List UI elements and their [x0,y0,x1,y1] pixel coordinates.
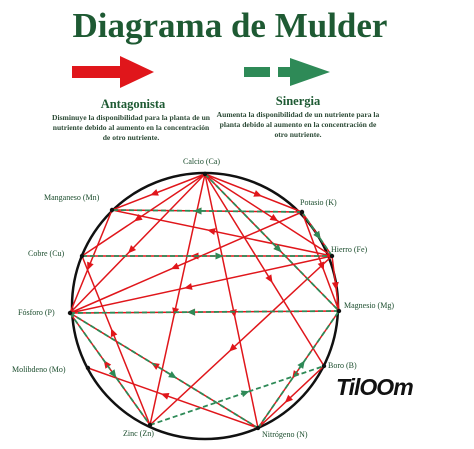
synergy-link-arrowhead-n-mg [297,360,305,369]
node-label-mg: Magnesio (Mg) [344,301,394,310]
antagonism-link-arrowhead-fe-p [183,283,193,290]
node-point-fe [329,253,335,259]
tiloom-logo: TilOOm [336,374,414,400]
synergy-link-p-n [69,312,259,429]
antagonism-link-zn-cu [81,255,151,426]
node-label-n: Nitrógeno (N) [262,430,308,439]
antagonism-link-arrowhead-zn-cu [110,328,118,338]
antagonism-link-ca-k [204,173,303,213]
node-label-p: Fósforo (P) [18,308,55,317]
synergy-link-zn-b [149,365,325,426]
antagonism-link-ca-n [204,173,259,429]
synergy-legend-arrow [244,58,330,86]
synergy-description: Aumenta la disponibilidad de un nutrient… [216,110,380,139]
node-label-ca: Calcio (Ca) [183,157,221,166]
antagonism-link-mn-p [69,209,113,314]
antagonism-link-ca-mn [111,173,206,211]
antagonism-link-fe-zn [149,255,333,426]
antagonism-link-mg-n [257,310,340,429]
antagonism-link-arrowhead-ca-b [265,274,273,283]
antagonism-link-arrowhead-mn-p [87,261,94,271]
node-label-fe: Hierro (Fe) [331,245,368,254]
antagonism-link-k-mg [301,211,340,312]
synergy-link-arrowhead-k-mn [193,207,202,215]
antagonism-link-arrowhead-ca-mn [150,189,159,196]
node-label-cu: Cobre (Cu) [28,249,65,258]
node-label-mn: Manganeso (Mn) [44,193,100,202]
synergy-link-arrowhead-zn-b [240,390,250,398]
antagonism-link-arrowhead-ca-k [253,190,263,197]
node-label-b: Boro (B) [328,361,357,370]
node-label-k: Potasio (K) [300,198,337,207]
antagonism-link-ca-zn [149,173,206,426]
diagram-title: Diagrama de Mulder [72,6,388,45]
node-point-zn [147,422,153,428]
synergy-link-mg-p [69,310,340,314]
antagonism-link-ca-mg [204,173,340,312]
synergy-link-p-zn [69,312,151,426]
antagonism-link-fe-mn [111,209,333,257]
antagonism-link-arrowhead-k-p [170,262,180,270]
antagonism-link-fe-p [69,255,333,314]
antagonism-link-arrowhead-fe-zn [228,343,238,352]
antagonism-link-arrowhead-fe-mg [331,281,339,291]
node-point-cu [79,253,85,259]
antagonism-link-k-mn [111,209,303,213]
synergy-link-arrowhead-p-n [168,371,177,379]
synergy-link-arrowhead-mg-p [187,308,196,316]
antagonism-legend-arrow [72,56,154,88]
node-point-mg [336,308,342,314]
antagonism-description: Disminuye la disponibilidad para la plan… [51,113,211,142]
antagonism-link-k-p [69,211,303,314]
synergy-link-arrowhead-ca-mg [273,244,282,253]
node-label-mo: Molibdeno (Mo) [12,365,66,374]
node-point-mo [85,365,91,371]
synergy-link-arrowhead-p-zn [108,369,117,378]
antagonism-link-b-n [257,365,325,429]
antagonism-link-arrowhead-ca-cu [134,213,143,222]
node-point-p [67,310,73,316]
antagonism-link-arrowhead-b-n [284,394,294,403]
node-point-ca [202,171,208,177]
synergy-link-arrowhead-k-fe [313,230,321,240]
antagonism-link-arrowhead-fe-mn [207,228,216,235]
antagonism-link-arrowhead-k-mg [317,261,325,271]
antagonism-link-ca-cu [81,173,206,257]
antagonism-link-ca-fe [204,173,333,257]
antagonism-link-arrowhead-ca-p [127,245,137,254]
antagonism-link-arrowhead-ca-fe [269,213,279,222]
node-point-b [321,363,327,369]
node-point-n [255,425,261,431]
antagonism-heading: Antagonista [100,97,166,111]
node-point-k [299,209,305,215]
synergy-link-arrowhead-cu-fe [215,252,224,260]
node-label-zn: Zinc (Zn) [123,429,154,438]
synergy-heading: Sinergia [275,94,321,108]
antagonism-link-arrowhead-n-mo [160,393,170,400]
antagonism-link-ca-p [69,173,206,314]
node-point-mn [109,207,115,213]
